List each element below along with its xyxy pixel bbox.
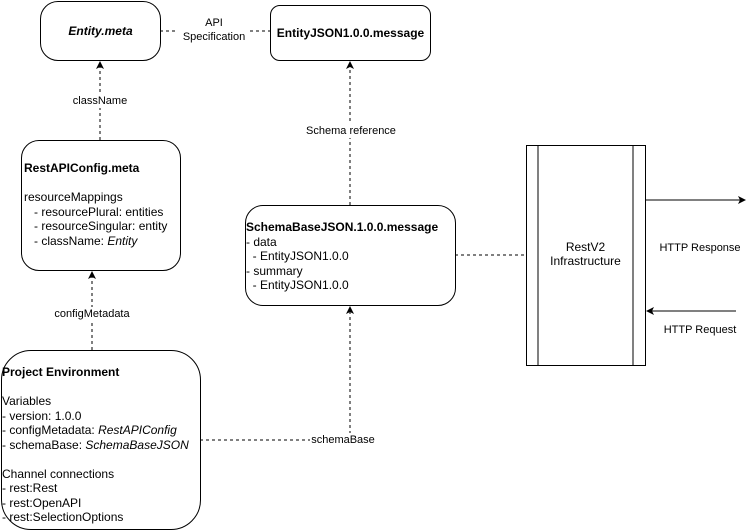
classname-label: className bbox=[70, 94, 130, 108]
http-request-label: HTTP Request bbox=[655, 323, 745, 337]
schema-line: - EntityJSON1.0.0 bbox=[246, 278, 349, 292]
schema-line: - summary bbox=[246, 263, 303, 278]
http-response-label: HTTP Response bbox=[655, 241, 745, 255]
api-spec-label: API Specification bbox=[178, 16, 250, 44]
channel-item: - rest:Rest bbox=[2, 481, 58, 495]
schema-reference-label: Schema reference bbox=[302, 124, 400, 138]
rest-api-config-title: RestAPIConfig.meta bbox=[24, 161, 140, 175]
schemabase-label: schemaBase bbox=[310, 433, 376, 447]
schema-line: - data bbox=[246, 234, 277, 249]
resource-mappings-heading: resourceMappings bbox=[24, 190, 123, 204]
channels-heading: Channel connections bbox=[2, 466, 115, 481]
variable-item: - configMetadata: RestAPIConfig bbox=[2, 423, 177, 437]
entity-json-node: EntityJSON1.0.0.message bbox=[270, 5, 431, 61]
mapping-item: - className: Entity bbox=[24, 233, 138, 248]
schema-line: - EntityJSON1.0.0 bbox=[246, 249, 349, 263]
rest-api-config-node: RestAPIConfig.meta resourceMappings - re… bbox=[21, 140, 181, 271]
project-environment-node: Project Environment Variables - version:… bbox=[1, 350, 201, 530]
variable-item: - version: 1.0.0 bbox=[2, 408, 82, 423]
mapping-item: - resourcePlural: entities bbox=[24, 204, 164, 219]
entity-meta-node: Entity.meta bbox=[40, 1, 161, 61]
entity-meta-title: Entity.meta bbox=[68, 24, 133, 38]
config-metadata-label: configMetadata bbox=[50, 307, 134, 321]
mapping-item: - resourceSingular: entity bbox=[24, 219, 168, 233]
variables-heading: Variables bbox=[2, 394, 52, 408]
schema-base-node: SchemaBaseJSON.1.0.0.message - data - En… bbox=[245, 205, 456, 306]
channel-item: - rest:SelectionOptions bbox=[2, 510, 124, 524]
channel-item: - rest:OpenAPI bbox=[2, 495, 82, 510]
project-environment-title: Project Environment bbox=[2, 365, 120, 379]
restv2-infrastructure-process bbox=[526, 145, 646, 366]
schema-base-title: SchemaBaseJSON.1.0.0.message bbox=[246, 220, 439, 234]
restv2-infrastructure-label: RestV2 Infrastructure bbox=[550, 240, 621, 268]
entity-json-title: EntityJSON1.0.0.message bbox=[276, 26, 425, 40]
variable-item: - schemaBase: SchemaBaseJSON bbox=[2, 437, 189, 452]
